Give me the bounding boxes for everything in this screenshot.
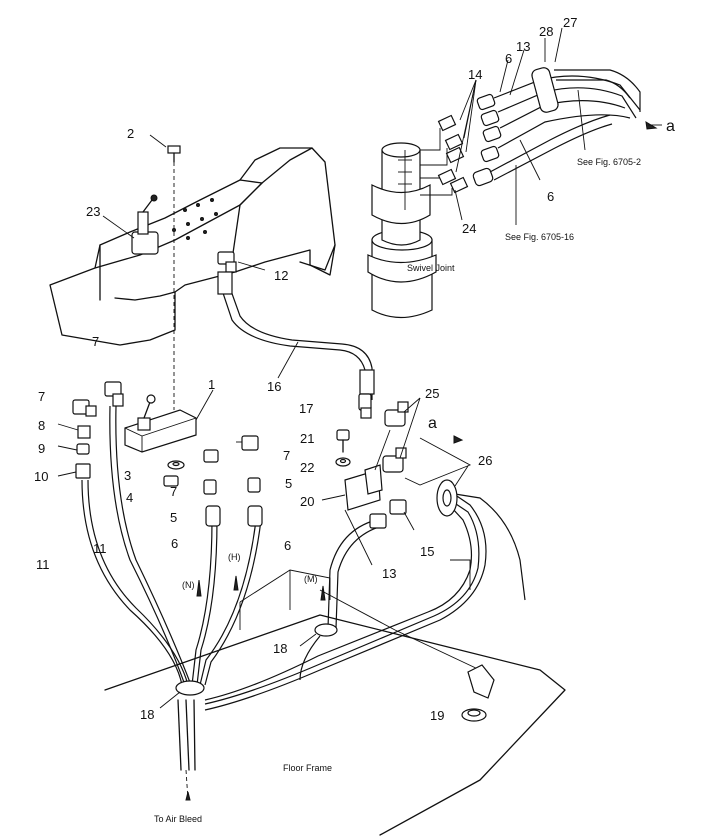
- floor-frame: [104, 559, 566, 836]
- hose-bundle-lower-left: [81, 405, 326, 801]
- fitting-part-17: [358, 393, 372, 419]
- hose-bundle-right: [204, 465, 526, 711]
- callout-16: 16: [267, 379, 281, 394]
- box-holes: [172, 198, 218, 240]
- callout-11-left: 11: [36, 557, 50, 572]
- callout-21: 21: [300, 431, 314, 446]
- swivel-joint: [367, 142, 437, 319]
- label-mark-m: (M): [304, 574, 318, 584]
- callout-28: 28: [539, 24, 553, 39]
- callout-27: 27: [563, 15, 577, 30]
- callout-7-left: 7: [38, 389, 45, 404]
- callout-6-mid: 6: [547, 189, 554, 204]
- control-box: [49, 147, 336, 346]
- hose-bundle-upper: [472, 67, 641, 187]
- label-see-fig-6705-2: See Fig. 6705-2: [577, 157, 641, 167]
- fittings-part-7: [72, 381, 259, 463]
- elbow-part-12: [217, 251, 266, 273]
- callout-19: 19: [430, 708, 444, 723]
- callout-5-left: 5: [170, 510, 177, 525]
- callout-17: 17: [299, 401, 313, 416]
- bolt-part-21: [336, 429, 350, 453]
- valves-part-25: [374, 397, 472, 486]
- toggle-valve-part-23: [102, 194, 159, 255]
- upper-right-leaders: [454, 27, 662, 225]
- callout-6-top: 6: [505, 51, 512, 66]
- callout-26: 26: [478, 453, 492, 468]
- label-to-air-bleed: To Air Bleed: [154, 814, 202, 824]
- callout-13-top: 13: [516, 39, 530, 54]
- label-mark-h: (H): [228, 552, 241, 562]
- callout-8: 8: [38, 418, 45, 433]
- callout-10: 10: [34, 469, 48, 484]
- callout-6-left: 6: [171, 536, 178, 551]
- callout-12: 12: [274, 268, 288, 283]
- label-see-fig-6705-16: See Fig. 6705-16: [505, 232, 574, 242]
- callout-2: 2: [127, 126, 134, 141]
- fittings-left-stack: [57, 423, 91, 479]
- washer-part-22: [335, 457, 351, 467]
- bolt-part-2: [149, 134, 181, 410]
- callout-5-right: 5: [285, 476, 292, 491]
- callout-20: 20: [300, 494, 314, 509]
- callout-7-center: 7: [170, 484, 177, 499]
- callout-labels: 1 2 3 4 5 5 6 6 6 6 7 7 7 7 8 9 10 11 11…: [34, 15, 675, 723]
- callout-1: 1: [208, 377, 215, 392]
- callout-11-center: 11: [93, 541, 107, 556]
- callout-15: 15: [420, 544, 434, 559]
- callout-a-top: a: [666, 118, 675, 135]
- callout-24: 24: [462, 221, 476, 236]
- callout-4: 4: [126, 490, 133, 505]
- label-floor-frame: Floor Frame: [283, 763, 332, 773]
- callout-3: 3: [124, 468, 131, 483]
- grommet-part-19: [461, 664, 495, 722]
- callout-9: 9: [38, 441, 45, 456]
- swivel-fittings-part-14: [420, 79, 477, 196]
- label-mark-n: (N): [182, 580, 195, 590]
- callout-23: 23: [86, 204, 100, 219]
- washers-and-nuts: [163, 460, 261, 495]
- hose-part-16: [217, 271, 375, 401]
- bracket-part-20: [321, 464, 383, 521]
- callout-22: 22: [300, 460, 314, 475]
- label-swivel-joint: Swivel Joint: [407, 263, 455, 273]
- text-labels: Swivel Joint See Fig. 6705-2 See Fig. 67…: [154, 157, 641, 824]
- callout-6-right: 6: [284, 538, 291, 553]
- callout-18-left: 18: [140, 707, 154, 722]
- callout-18-right: 18: [273, 641, 287, 656]
- callout-14: 14: [468, 67, 482, 82]
- callout-25: 25: [425, 386, 439, 401]
- hose-part-13: [319, 499, 481, 671]
- callout-a-mid: a: [428, 415, 437, 432]
- callout-7-top: 7: [92, 334, 99, 349]
- clamp-part-18: [299, 623, 338, 681]
- valve-manifold-part-1: [124, 389, 214, 453]
- callout-13-bottom: 13: [382, 566, 396, 581]
- callout-7-right: 7: [283, 448, 290, 463]
